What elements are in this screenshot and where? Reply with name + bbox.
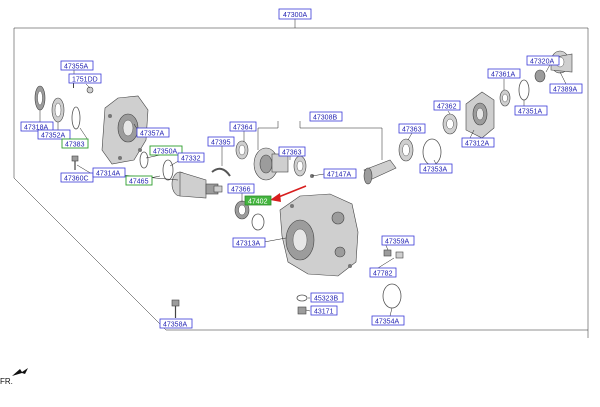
callout-47360c[interactable]: 47360C xyxy=(60,172,94,183)
svg-text:47353A: 47353A xyxy=(423,167,447,174)
callout-47363-right[interactable]: 47363 xyxy=(398,123,426,134)
o-ring-47353a-part xyxy=(422,138,442,166)
svg-text:47354A: 47354A xyxy=(375,319,399,326)
callout-47353a[interactable]: 47353A xyxy=(419,163,453,174)
callout-47363-left[interactable]: 47363 xyxy=(278,146,306,157)
plug-parts xyxy=(383,249,404,259)
svg-text:47782: 47782 xyxy=(373,271,393,278)
callout-47383[interactable]: 47383 xyxy=(61,138,89,149)
callout-47366[interactable]: 47366 xyxy=(227,183,255,194)
front-direction-marker: FR. xyxy=(0,368,28,386)
seal-ring-part xyxy=(34,85,81,130)
callout-47402[interactable]: 47402 xyxy=(244,195,272,206)
svg-text:47351A: 47351A xyxy=(518,109,542,116)
callout-47782[interactable]: 47782 xyxy=(369,267,397,278)
bolt-47358a-part xyxy=(171,299,180,318)
svg-text:47364: 47364 xyxy=(233,125,253,132)
gear-assembly-part xyxy=(253,147,307,181)
callout-47300a[interactable]: 47300A xyxy=(278,8,312,20)
callout-47312a[interactable]: 47312A xyxy=(461,137,495,148)
callout-47147a[interactable]: 47147A xyxy=(323,168,357,179)
transfer-case-housing-part xyxy=(279,193,359,277)
svg-text:1751DD: 1751DD xyxy=(72,77,98,84)
svg-text:47465: 47465 xyxy=(129,179,149,186)
svg-text:47312A: 47312A xyxy=(465,141,489,148)
svg-text:47308B: 47308B xyxy=(313,115,337,122)
svg-text:47361A: 47361A xyxy=(491,72,515,79)
callout-1751dd[interactable]: 1751DD xyxy=(68,73,102,84)
svg-text:47359A: 47359A xyxy=(385,239,409,246)
bolt-47360c-part xyxy=(71,155,79,170)
svg-text:47313A: 47313A xyxy=(236,241,260,248)
svg-text:47363: 47363 xyxy=(402,127,422,134)
seal-47361a-part xyxy=(499,89,511,107)
highlight-arrow xyxy=(270,185,307,202)
svg-text:FR.: FR. xyxy=(0,377,13,386)
rear-cover-part xyxy=(101,95,149,165)
bearing-47364-part xyxy=(235,140,249,160)
svg-text:47362: 47362 xyxy=(437,104,457,111)
callout-45323b[interactable]: 45323B xyxy=(310,292,344,303)
callout-47332[interactable]: 47332 xyxy=(177,152,205,163)
bearing-47363-part xyxy=(398,138,414,162)
callout-47350a[interactable]: 47350A xyxy=(149,145,183,156)
svg-text:47357A: 47357A xyxy=(140,131,164,138)
svg-text:47350A: 47350A xyxy=(153,149,177,156)
o-ring-47402-part xyxy=(251,213,265,231)
svg-text:47318A: 47318A xyxy=(24,125,48,132)
callout-47308b[interactable]: 47308B xyxy=(309,111,343,122)
svg-text:47383: 47383 xyxy=(65,142,85,149)
callout-47359a[interactable]: 47359A xyxy=(381,235,415,246)
svg-text:47395: 47395 xyxy=(211,140,231,147)
svg-text:47360C: 47360C xyxy=(64,176,89,183)
front-cover-part xyxy=(465,91,495,139)
callout-47389a[interactable]: 47389A xyxy=(549,83,583,94)
callout-47313a[interactable]: 47313A xyxy=(232,237,266,248)
svg-text:47147A: 47147A xyxy=(327,172,351,179)
callout-47364[interactable]: 47364 xyxy=(229,121,257,132)
callout-47318a[interactable]: 47318A xyxy=(20,121,54,132)
svg-text:47320A: 47320A xyxy=(530,59,554,66)
callout-47320a[interactable]: 47320A xyxy=(526,55,560,66)
callout-47355a[interactable]: 47355A xyxy=(60,60,94,71)
svg-text:47389A: 47389A xyxy=(553,87,577,94)
callout-47361a[interactable]: 47361A xyxy=(487,68,521,79)
callout-47465[interactable]: 47465 xyxy=(125,175,153,186)
pin-part xyxy=(86,86,94,94)
snap-ring-part xyxy=(139,151,149,169)
svg-text:47300A: 47300A xyxy=(283,12,307,19)
chain-part xyxy=(211,167,231,177)
callout-47362[interactable]: 47362 xyxy=(433,100,461,111)
o-ring-47354a-part xyxy=(382,283,402,309)
callout-47351a[interactable]: 47351A xyxy=(514,105,548,116)
svg-text:45323B: 45323B xyxy=(314,296,338,303)
svg-text:47363: 47363 xyxy=(282,150,302,157)
svg-text:47352A: 47352A xyxy=(41,133,65,140)
svg-text:47355A: 47355A xyxy=(64,64,88,71)
svg-text:47366: 47366 xyxy=(231,187,251,194)
bearing-47362-part xyxy=(442,113,458,135)
ring-47366-part xyxy=(234,200,250,220)
svg-text:47358A: 47358A xyxy=(163,322,187,329)
svg-text:47332: 47332 xyxy=(181,156,201,163)
svg-text:43171: 43171 xyxy=(314,309,334,316)
diagram-frame xyxy=(13,18,589,338)
callout-47354a[interactable]: 47354A xyxy=(371,315,405,326)
o-ring-47332-part xyxy=(162,159,174,181)
pinion-shaft-part xyxy=(310,159,397,185)
callout-47395[interactable]: 47395 xyxy=(207,136,235,147)
front-arrow-icon xyxy=(12,368,28,376)
callout-47352a[interactable]: 47352A xyxy=(37,129,71,140)
callout-47314a[interactable]: 47314A xyxy=(92,167,126,178)
callout-47358a[interactable]: 47358A xyxy=(159,318,193,329)
svg-text:47402: 47402 xyxy=(248,199,268,206)
callout-43171[interactable]: 43171 xyxy=(310,305,338,316)
svg-text:47314A: 47314A xyxy=(96,171,120,178)
output-shaft-part xyxy=(171,171,223,199)
callout-47357a[interactable]: 47357A xyxy=(136,127,170,138)
o-ring-47351a-part xyxy=(518,79,530,101)
drain-plug-parts xyxy=(296,294,308,315)
